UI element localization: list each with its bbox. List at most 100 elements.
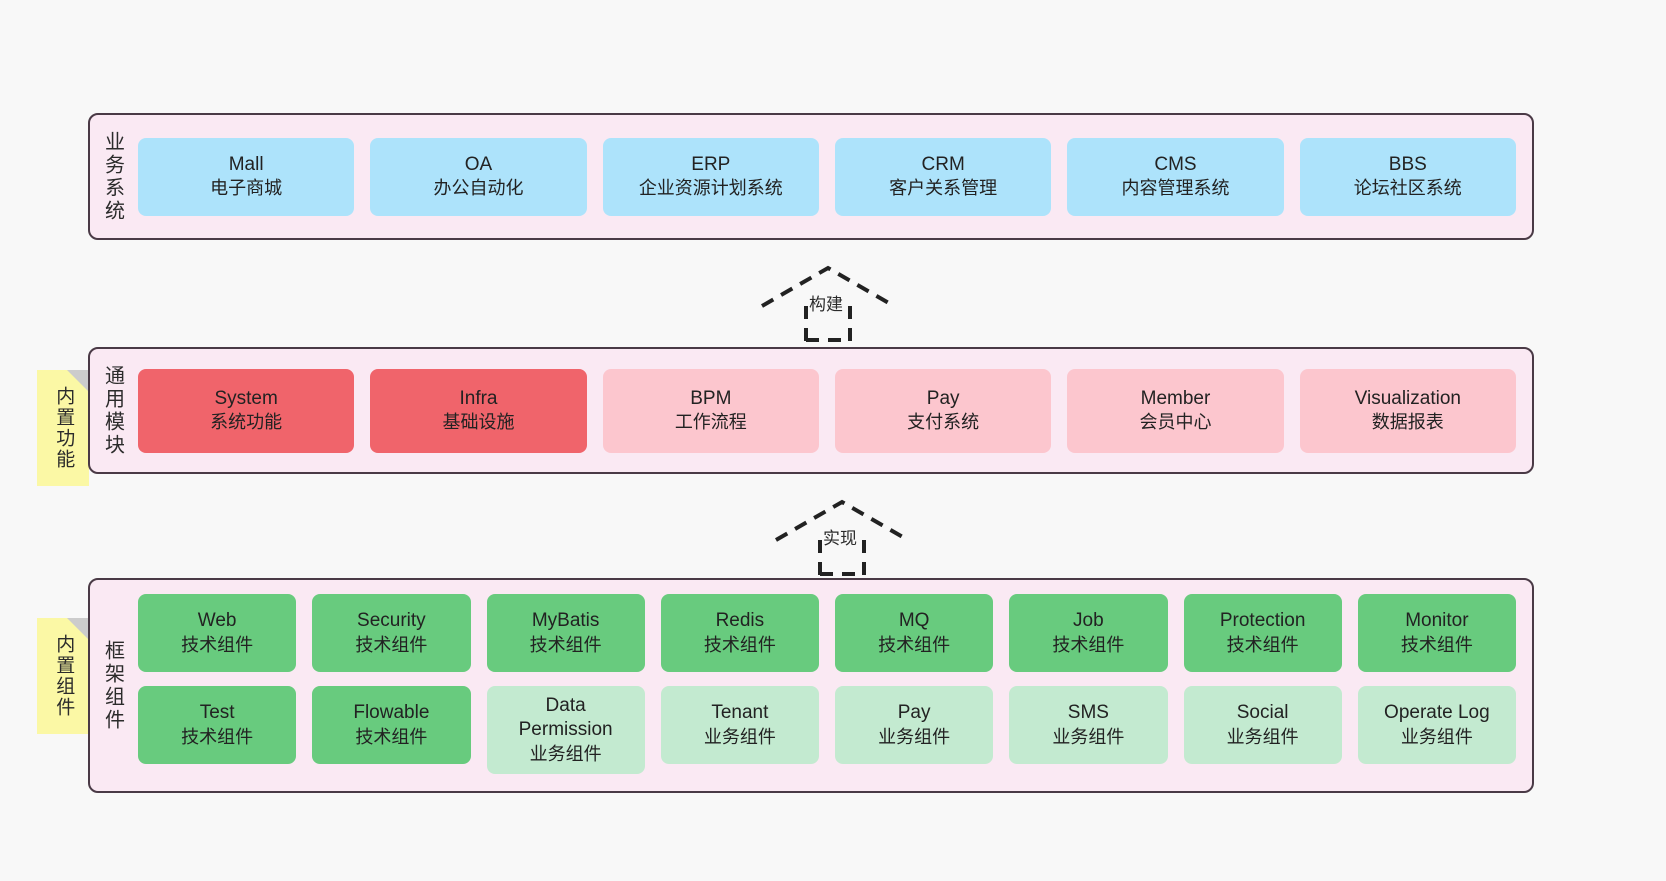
note-label: 内置组件: [53, 634, 75, 718]
card-mq[interactable]: MQ 技术组件: [835, 594, 994, 672]
card-title: Data Permission: [518, 695, 613, 741]
card-subtitle: 办公自动化: [433, 178, 524, 199]
card-subtitle: 客户关系管理: [889, 178, 998, 199]
card-subtitle: 业务组件: [1226, 726, 1299, 747]
card-title: System: [214, 387, 278, 409]
card-subtitle: 系统功能: [210, 412, 283, 433]
card-member[interactable]: Member 会员中心: [1067, 368, 1284, 453]
card-mybatis[interactable]: MyBatis 技术组件: [486, 594, 645, 672]
card-mall[interactable]: Mall 电子商城: [138, 137, 355, 216]
card-title: Flowable: [353, 702, 430, 724]
card-title: BBS: [1388, 153, 1427, 175]
card-title: MyBatis: [531, 610, 600, 632]
card-pay[interactable]: Pay 支付系统: [834, 368, 1052, 453]
card-title: SMS: [1067, 702, 1109, 724]
layer-framework-component: 框架组件 Web 技术组件 Security 技术组件 MyBatis 技术组件…: [88, 578, 1534, 793]
card-title: OA: [464, 153, 493, 175]
card-title: Pay: [926, 387, 960, 409]
layer-body-common-module: System 系统功能 Infra 基础设施 BPM 工作流程 Pay 支付系统…: [134, 349, 1532, 472]
card-security[interactable]: Security 技术组件: [312, 594, 471, 672]
card-title: Redis: [715, 610, 765, 632]
card-title: Job: [1073, 610, 1104, 632]
card-web[interactable]: Web 技术组件: [138, 594, 297, 672]
card-title: Monitor: [1405, 610, 1469, 632]
card-title: ERP: [691, 153, 731, 175]
card-oa[interactable]: OA 办公自动化: [370, 137, 587, 216]
card-title: Operate Log: [1384, 702, 1490, 724]
note-builtin-component: 内置组件: [37, 618, 89, 734]
card-title: Security: [357, 610, 426, 632]
card-test[interactable]: Test 技术组件: [138, 686, 297, 764]
layer-title-framework-component: 框架组件: [101, 639, 124, 732]
card-subtitle: 技术组件: [1052, 634, 1125, 655]
card-bpm[interactable]: BPM 工作流程: [602, 368, 819, 453]
card-subtitle: 企业资源计划系统: [638, 178, 783, 199]
card-flowable[interactable]: Flowable 技术组件: [312, 686, 471, 764]
card-subtitle: 支付系统: [907, 412, 980, 433]
card-cms[interactable]: CMS 内容管理系统: [1067, 137, 1284, 216]
card-title: MQ: [898, 610, 930, 632]
card-title: Visualization: [1354, 387, 1461, 409]
folded-corner-icon: [67, 370, 89, 392]
card-title: Mall: [228, 153, 264, 175]
card-social[interactable]: Social 业务组件: [1183, 686, 1342, 764]
card-title: Pay: [897, 702, 931, 724]
card-system[interactable]: System 系统功能: [138, 368, 355, 453]
layer-title-common-module: 通用模块: [101, 364, 124, 457]
card-data-permission[interactable]: Data Permission 业务组件: [486, 686, 645, 774]
card-title: Tenant: [711, 702, 769, 724]
connector-build-label: 构建: [809, 295, 843, 314]
card-pay-component[interactable]: Pay 业务组件: [835, 686, 994, 764]
layer-business-system: 业务系统 Mall 电子商城 OA 办公自动化 ERP 企业资源计划系统 CRM…: [88, 113, 1534, 240]
card-erp[interactable]: ERP 企业资源计划系统: [602, 137, 819, 216]
card-title: Test: [199, 702, 235, 724]
component-row-tech: Web 技术组件 Security 技术组件 MyBatis 技术组件 Redi…: [138, 594, 1516, 672]
layer-body-business-system: Mall 电子商城 OA 办公自动化 ERP 企业资源计划系统 CRM 客户关系…: [134, 115, 1532, 238]
card-subtitle: 电子商城: [210, 178, 283, 199]
card-subtitle: 工作流程: [674, 412, 747, 433]
connector-implement: 实现: [772, 496, 912, 578]
card-infra[interactable]: Infra 基础设施: [370, 368, 587, 453]
card-subtitle: 业务组件: [1400, 726, 1473, 747]
card-job[interactable]: Job 技术组件: [1009, 594, 1168, 672]
card-visualization[interactable]: Visualization 数据报表: [1299, 368, 1516, 453]
card-subtitle: 技术组件: [181, 726, 254, 747]
note-builtin-function: 内置功能: [37, 370, 89, 486]
card-title: Web: [197, 610, 237, 632]
card-title: CMS: [1154, 153, 1197, 175]
card-sms[interactable]: SMS 业务组件: [1009, 686, 1168, 764]
card-subtitle: 论坛社区系统: [1353, 178, 1462, 199]
connector-build: 构建: [758, 262, 898, 344]
card-subtitle: 基础设施: [442, 412, 515, 433]
card-subtitle: 数据报表: [1371, 412, 1444, 433]
card-subtitle: 技术组件: [529, 634, 602, 655]
layer-body-framework-component: Web 技术组件 Security 技术组件 MyBatis 技术组件 Redi…: [134, 580, 1532, 791]
folded-corner-icon: [67, 618, 89, 640]
card-subtitle: 业务组件: [529, 743, 602, 764]
card-title: Social: [1236, 702, 1289, 724]
card-crm[interactable]: CRM 客户关系管理: [834, 137, 1052, 216]
card-bbs[interactable]: BBS 论坛社区系统: [1299, 137, 1516, 216]
connector-implement-label: 实现: [823, 529, 857, 548]
card-subtitle: 会员中心: [1139, 412, 1212, 433]
card-title: Infra: [459, 387, 498, 409]
layer-common-module: 通用模块 System 系统功能 Infra 基础设施 BPM 工作流程 Pay…: [88, 347, 1534, 474]
card-title: Member: [1140, 387, 1211, 409]
card-subtitle: 业务组件: [703, 726, 776, 747]
card-subtitle: 技术组件: [1400, 634, 1473, 655]
card-tenant[interactable]: Tenant 业务组件: [660, 686, 819, 764]
layer-title-business-system: 业务系统: [101, 130, 124, 223]
card-subtitle: 业务组件: [1052, 726, 1125, 747]
card-monitor[interactable]: Monitor 技术组件: [1357, 594, 1516, 672]
card-protection[interactable]: Protection 技术组件: [1183, 594, 1342, 672]
card-subtitle: 技术组件: [355, 634, 428, 655]
card-title: BPM: [690, 387, 732, 409]
card-subtitle: 技术组件: [355, 726, 428, 747]
card-subtitle: 技术组件: [181, 634, 254, 655]
component-row-business: Test 技术组件 Flowable 技术组件 Data Permission …: [138, 686, 1516, 774]
card-title: Protection: [1219, 610, 1306, 632]
card-redis[interactable]: Redis 技术组件: [660, 594, 819, 672]
card-operate-log[interactable]: Operate Log 业务组件: [1357, 686, 1516, 764]
card-subtitle: 内容管理系统: [1121, 178, 1230, 199]
card-subtitle: 技术组件: [703, 634, 776, 655]
